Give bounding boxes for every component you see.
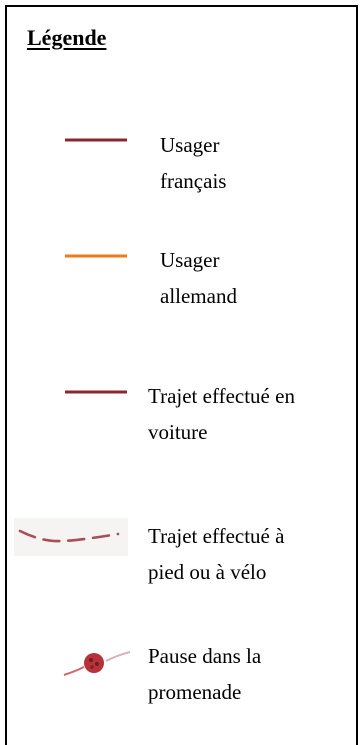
legend-label-walk-bike-route: Trajet effectué à pied ou à vélo [148, 518, 284, 590]
pause-dot-highlight [95, 662, 99, 666]
pause-route-stub [63, 666, 85, 676]
legend-label-line: Usager [160, 133, 220, 157]
legend-label-line: voiture [148, 420, 208, 444]
legend-label-line: pied ou à vélo [148, 560, 267, 584]
legend-label-line: Usager [160, 248, 220, 272]
legend-label-line: allemand [160, 284, 237, 308]
pause-dot [84, 653, 104, 673]
legend-label-french-user: Usager français [160, 127, 226, 199]
car-route-line-icon [65, 390, 127, 394]
pause-dot-highlight [90, 665, 94, 669]
pause-dot-icon [63, 651, 131, 676]
legend-label-line: Pause dans la [148, 644, 262, 668]
pause-route-stub [105, 651, 131, 662]
legend-label-line: Trajet effectué à [148, 524, 285, 548]
legend-title: Légende [27, 25, 107, 50]
legend-label-pause: Pause dans la promenade [148, 638, 261, 710]
legend-label-line: français [160, 169, 227, 193]
walk-bike-dashed-route-icon [14, 518, 128, 556]
dashed-curve [18, 529, 120, 543]
legend-label-line: promenade [148, 680, 242, 704]
pause-dot-highlight [89, 658, 93, 662]
legend-label-line: Trajet effectué en [148, 384, 295, 408]
legend-box [5, 5, 358, 745]
french-user-line-icon [65, 138, 127, 142]
legend-label-car-route: Trajet effectué en voiture [148, 378, 295, 450]
legend-label-german-user: Usager allemand [160, 242, 237, 314]
german-user-line-icon [65, 254, 127, 258]
